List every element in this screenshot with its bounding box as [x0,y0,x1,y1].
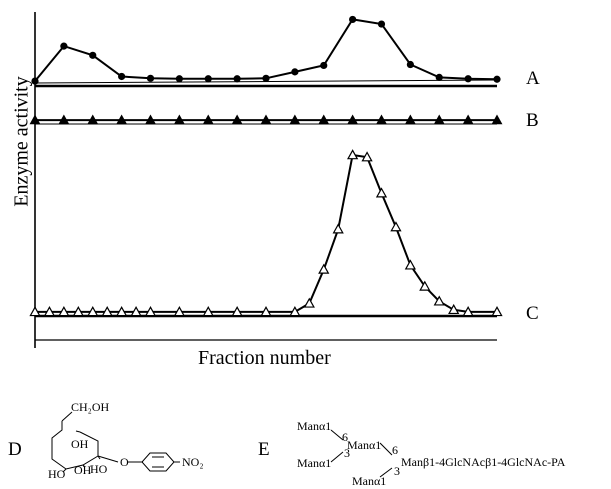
point-b-4 [145,114,156,125]
point-c-1 [43,306,56,317]
oh-text-2: OH [74,463,92,477]
point-a-7 [233,75,241,83]
x-axis-title: Fraction number [198,347,331,369]
point-c-18 [361,151,373,162]
point-b-14 [433,114,445,125]
y-axis-title: Enzyme activity [10,76,33,207]
point-b-2 [87,114,99,125]
link-6b: 6 [392,443,398,457]
core-chain: Manβ1-4GlcNAcβ1-4GlcNAc-PA [401,455,566,469]
point-c-10 [202,306,214,317]
point-c-2 [58,306,70,317]
point-c-9 [173,306,185,317]
point-a-1 [60,42,68,50]
point-a-14 [435,73,443,81]
point-b-3 [116,114,128,125]
point-a-0 [31,77,39,85]
point-c-24 [448,303,460,315]
point-b-12 [376,114,387,125]
series-line-a [34,18,498,82]
point-b-1 [58,114,70,125]
point-a-16 [493,75,501,83]
point-a-8 [262,74,270,82]
ho-text-2: HO [90,462,108,476]
link-6a: 6 [342,430,348,444]
point-b-7 [231,114,243,125]
point-c-21 [404,259,416,270]
point-c-8 [144,306,157,317]
mannose-mid: Manα1 [347,438,382,452]
point-c-22 [419,280,431,291]
point-c-26 [491,306,503,317]
point-b-9 [289,114,301,125]
ch2oh-text: CH₂OH [71,400,110,414]
point-c-11 [231,306,243,317]
point-c-13 [289,306,301,317]
point-c-3 [72,306,84,317]
point-c-25 [462,306,474,317]
point-a-5 [175,75,183,83]
point-c-17 [347,149,359,160]
no2-text: NO₂ [182,455,204,469]
point-c-7 [130,306,142,317]
link-3b: 3 [394,464,400,478]
link-3a: 3 [344,446,350,460]
point-c-19 [375,187,388,198]
point-b-15 [462,114,474,125]
point-c-14 [303,297,315,308]
point-c-5 [101,306,113,317]
point-b-0 [29,114,41,125]
mannose-bottom: Manα1 [352,474,387,488]
point-a-10 [320,61,328,70]
point-a-11 [349,15,357,24]
point-b-10 [318,114,330,125]
point-c-6 [116,306,128,317]
point-a-3 [118,72,126,81]
point-c-20 [390,221,402,232]
point-a-15 [464,75,472,83]
structure-d-drawing [51,411,180,473]
panel-label-c: C [526,303,539,324]
point-c-23 [433,295,445,306]
panel-label-a: A [526,68,540,89]
plot-marks [29,15,503,317]
point-b-16 [491,114,503,125]
mannose-top: Manα1 [297,419,332,433]
point-b-13 [404,114,416,125]
point-c-16 [332,223,344,234]
point-a-9 [291,68,299,76]
glycosidic-o-text: O [120,455,129,469]
point-a-2 [89,51,97,59]
point-a-6 [204,75,212,83]
point-a-13 [406,60,414,69]
point-c-15 [318,263,330,274]
point-c-4 [87,306,99,317]
panel-label-b: B [526,110,539,131]
point-a-4 [146,74,155,82]
oh-text-1: OH [71,437,89,451]
point-b-11 [347,114,359,125]
point-c-12 [260,306,272,317]
structure-e-lines [330,429,393,478]
mannose-low: Manα1 [297,456,332,470]
point-b-8 [260,114,272,125]
structure-d-label: D [8,439,22,460]
point-a-12 [377,20,386,28]
structure-e-label: E [258,439,270,460]
ho-text-1: HO [48,467,66,481]
point-c-0 [29,306,41,317]
point-b-6 [202,114,214,125]
point-b-5 [173,114,185,125]
